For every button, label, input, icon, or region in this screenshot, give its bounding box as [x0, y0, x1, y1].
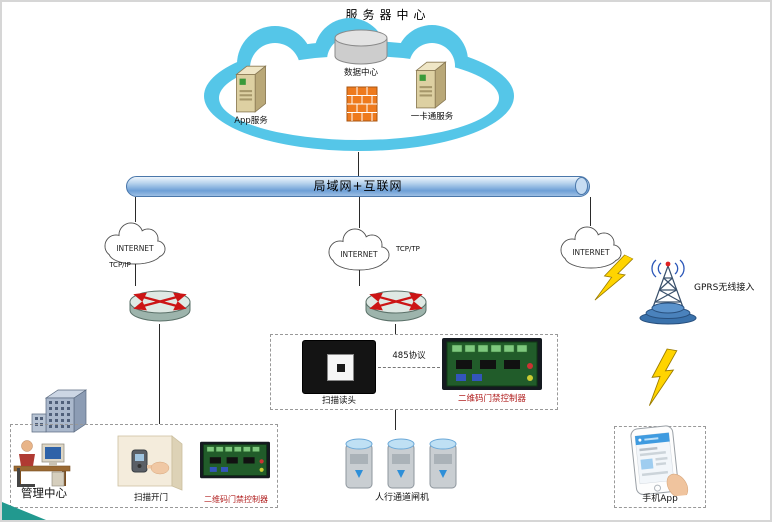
- gprs-label: GPRS无线接入: [694, 283, 755, 293]
- backbone-label: 局域网+互联网: [313, 179, 403, 193]
- firewall-icon: [346, 86, 378, 122]
- lightning-lower-icon: [648, 348, 678, 406]
- corner-decoration: [2, 502, 46, 520]
- data-center-label: 数据中心: [343, 68, 378, 78]
- internet-cloud-mid-icon: INTERNET: [328, 228, 390, 271]
- tcp-ip-left-label: TCP/IP: [109, 261, 131, 269]
- internet-right-label: INTERNET: [572, 248, 610, 257]
- connector-485-dashed: [378, 367, 440, 368]
- turnstile-label: 人行通道闸机: [374, 493, 429, 503]
- connector-box-turnstile: [395, 410, 396, 430]
- management-group-box: [10, 424, 278, 508]
- reader-group-box: [270, 334, 558, 410]
- connector-router-management: [159, 324, 160, 424]
- router-mid-icon: [365, 290, 427, 322]
- backbone-pipe: 局域网+互联网: [126, 176, 590, 197]
- internet-cloud-right-icon: INTERNET: [560, 226, 622, 269]
- phone-icon: [624, 423, 690, 505]
- building-icon: [31, 389, 88, 433]
- controller-left-label: 二维码门禁控制器: [204, 495, 268, 504]
- wall-reader-icon: [117, 435, 183, 491]
- connector-cloud-pipe: [358, 152, 359, 176]
- card-service-label: 一卡通服务: [410, 112, 454, 122]
- internet-left-label: INTERNET: [116, 244, 154, 253]
- router-left-icon: [129, 290, 191, 322]
- controller-board-mid-icon: [442, 338, 542, 390]
- diagram-title: 服务器中心: [345, 8, 431, 22]
- pipe-end-cap: [575, 177, 588, 195]
- connector-pipe-cloud-left: [135, 197, 136, 222]
- app-server-icon: [235, 65, 267, 113]
- connector-pipe-cloud-right: [590, 197, 591, 226]
- tcp-ip-mid-label: TCP/TP: [396, 245, 420, 253]
- connector-router-reader-box: [395, 324, 396, 334]
- app-service-label: App服务: [234, 116, 268, 126]
- turnstile-icon: [345, 438, 457, 489]
- scanner-icon: [302, 340, 376, 394]
- connector-pipe-cloud-mid: [359, 197, 360, 228]
- scan-reader-label: 扫描读头: [321, 396, 356, 406]
- gprs-antenna-icon: [639, 259, 697, 325]
- protocol-485-label: 485协议: [392, 351, 426, 361]
- workstation-icon: [13, 440, 71, 487]
- internet-mid-label: INTERNET: [340, 250, 378, 259]
- database-icon: [334, 29, 388, 65]
- phone-app-label: 手机App: [642, 494, 678, 504]
- scan-door-label: 扫描开门: [133, 493, 168, 503]
- controller-mid-label: 二维码门禁控制器: [457, 394, 526, 404]
- connector-cloud-router-mid: [359, 270, 360, 286]
- lightning-upper-icon: [594, 254, 634, 301]
- connector-cloud-router-left: [135, 264, 136, 286]
- scanner-window: [327, 354, 354, 381]
- scanner-lens: [337, 364, 345, 372]
- internet-cloud-left-icon: INTERNET: [104, 222, 166, 265]
- management-center-label: 管理中心: [21, 486, 67, 500]
- controller-board-left-icon: [200, 441, 270, 479]
- card-server-icon: [415, 61, 447, 109]
